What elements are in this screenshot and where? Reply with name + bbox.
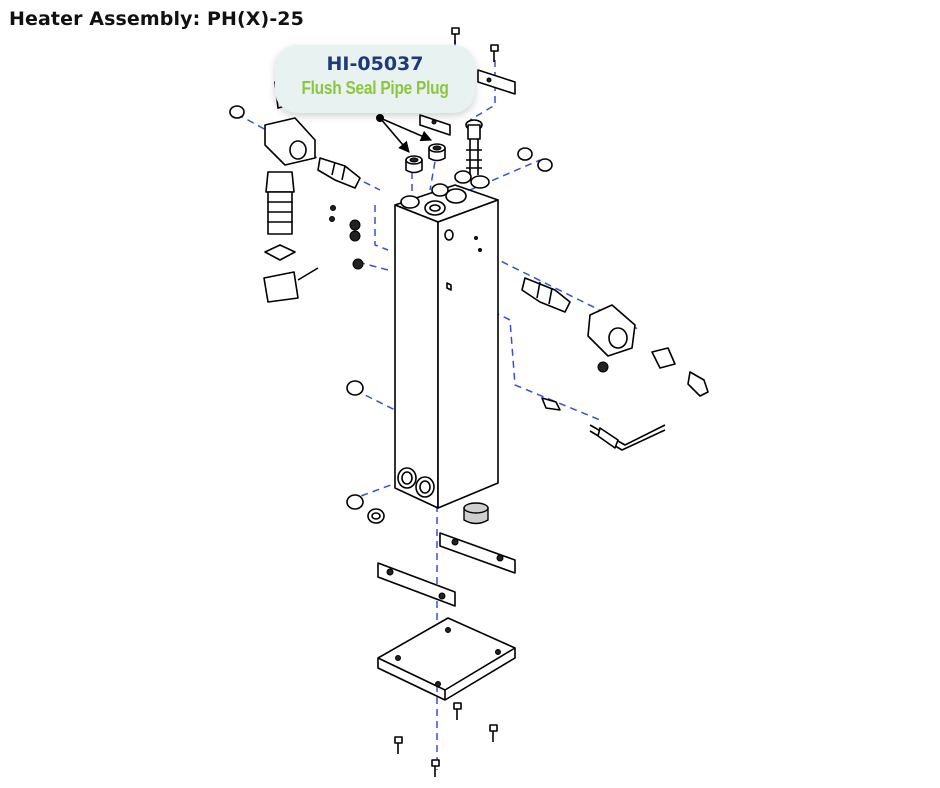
screw-icon <box>451 27 499 62</box>
right-solenoid-coil-icon <box>587 304 709 397</box>
page-title: Heater Assembly: PH(X)-25 <box>9 8 304 30</box>
pressure-switch-icon <box>263 171 319 303</box>
right-fitting <box>521 277 571 313</box>
heater-block <box>394 184 499 509</box>
callout-pointer <box>376 114 433 153</box>
drain-plug-icon <box>463 502 489 525</box>
small-hardware <box>329 205 364 270</box>
nut-icon <box>229 105 553 172</box>
part-number: HI-05037 <box>326 53 424 75</box>
top-bracket <box>419 69 516 136</box>
thermocouple-icon <box>541 397 666 451</box>
part-callout: HI-05037 Flush Seal Pipe Plug <box>275 45 475 113</box>
part-description: Flush Seal Pipe Plug <box>301 78 449 98</box>
top-port-fittings <box>400 170 490 216</box>
mounting-plate-icon <box>377 617 516 701</box>
bottom-bracket <box>377 532 516 607</box>
pipe-plug-icon <box>405 143 446 174</box>
side-plug <box>346 380 385 524</box>
rod-fitting <box>465 119 483 175</box>
bottom-screw-icon <box>394 702 498 777</box>
